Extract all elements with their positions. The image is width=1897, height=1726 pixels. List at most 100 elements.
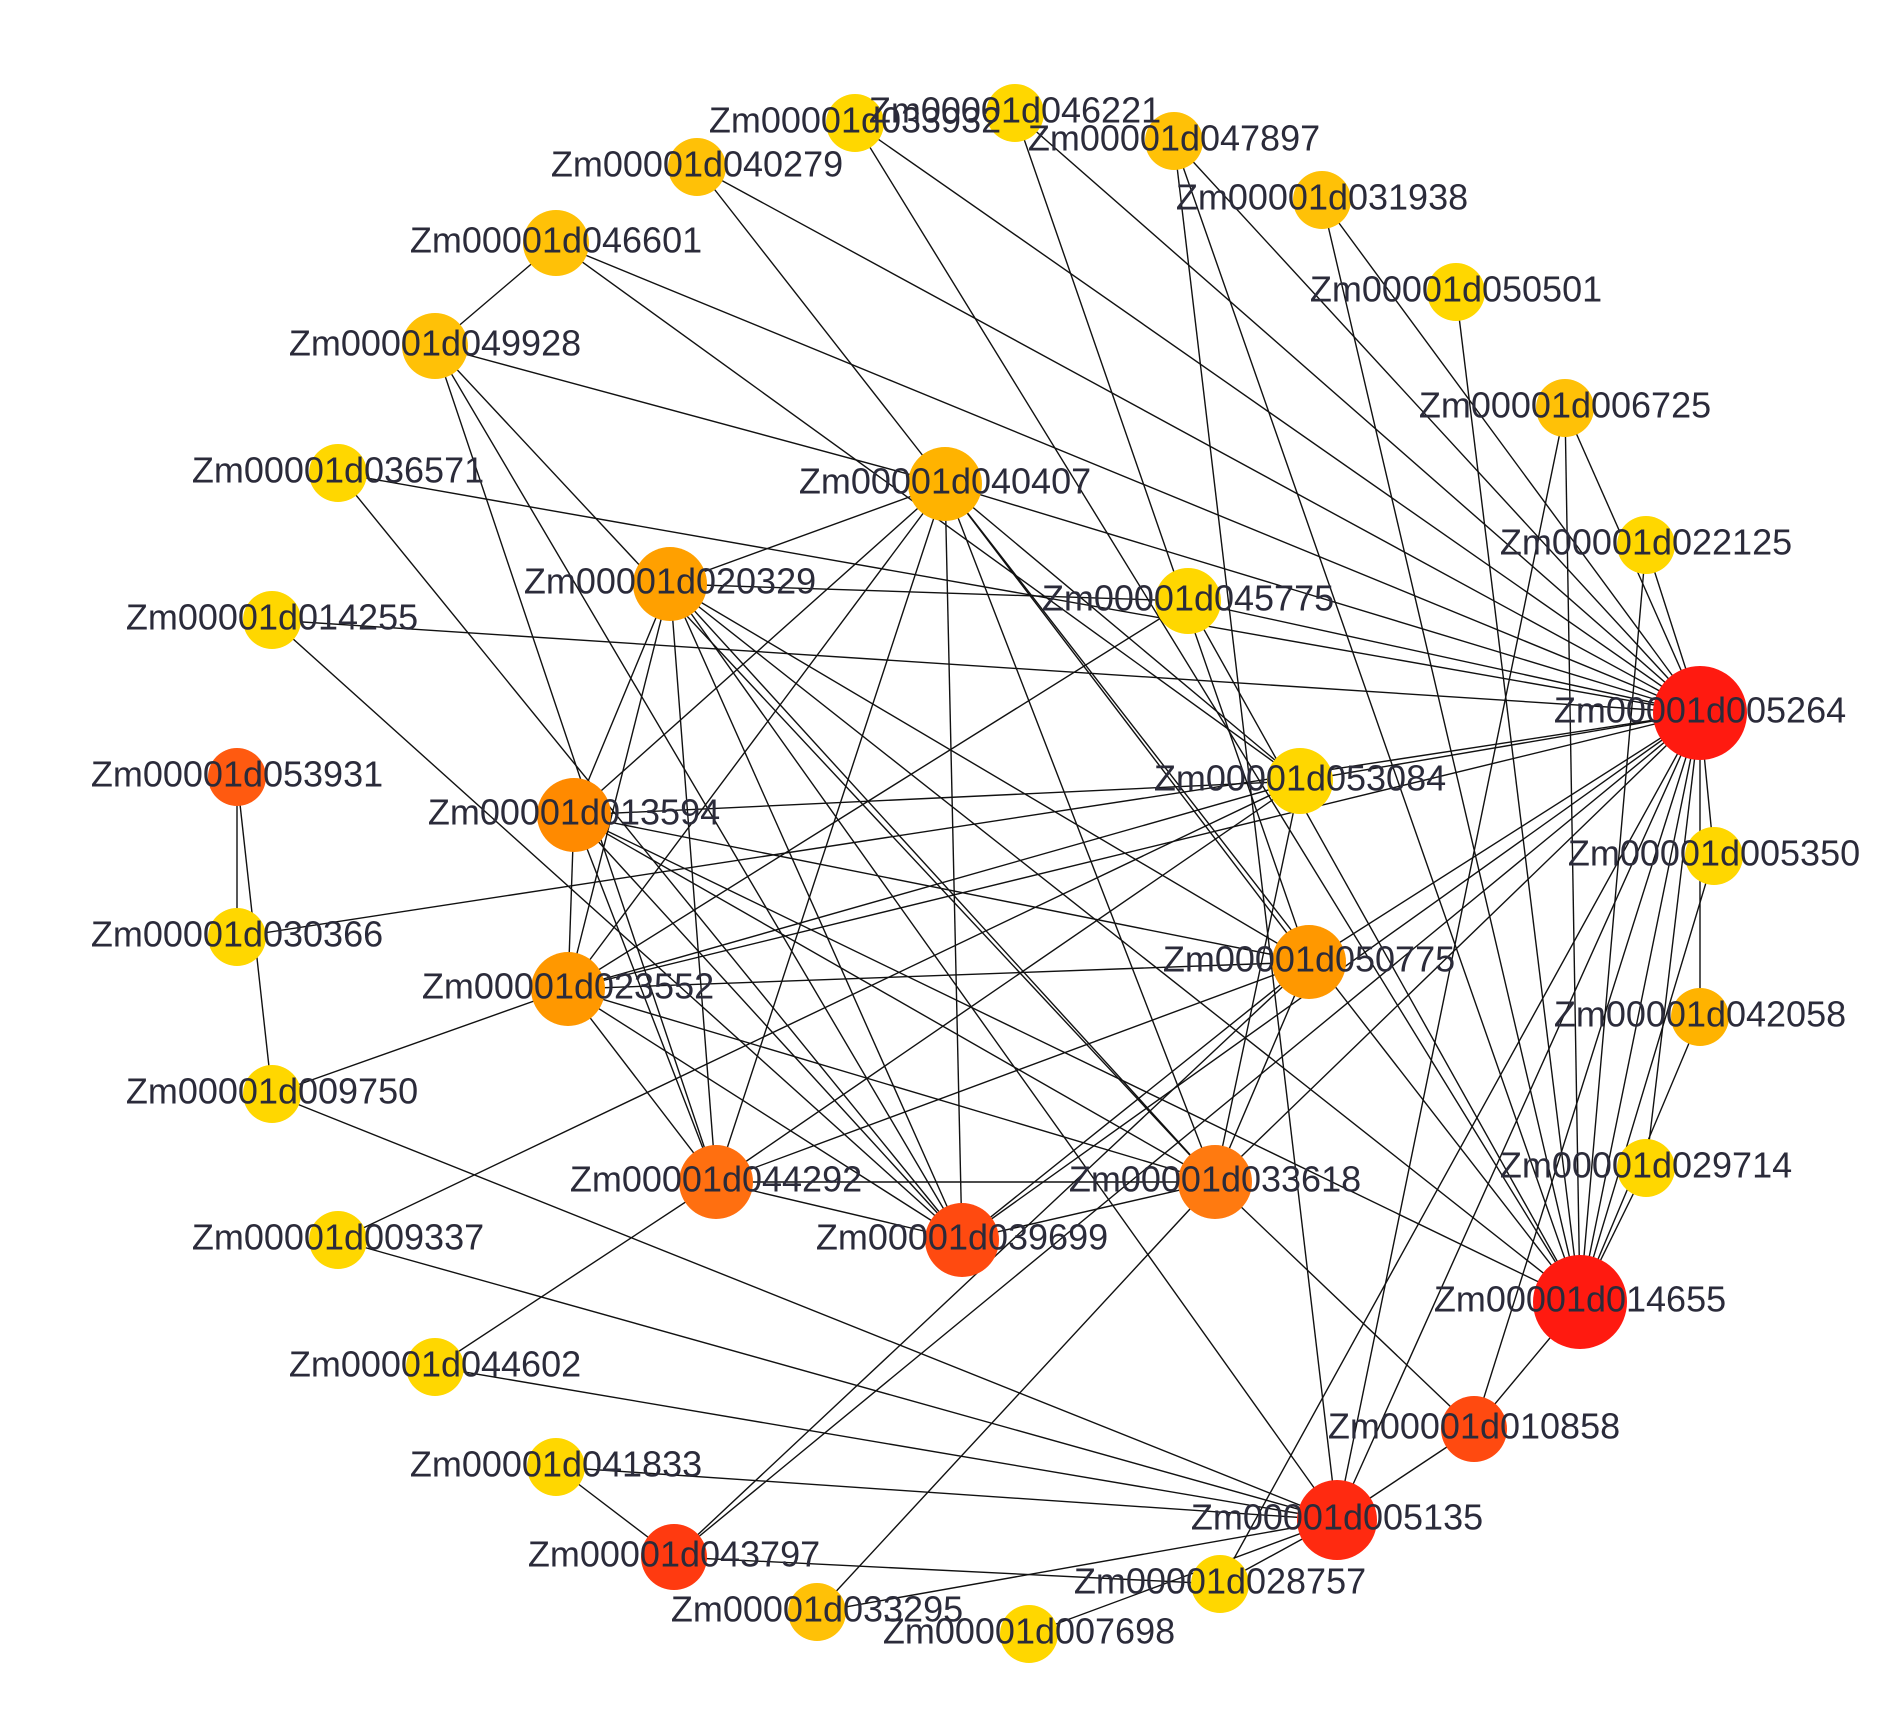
edge-Zm00001d036571-Zm00001d005264 — [337, 472, 1701, 714]
node-Zm00001d023552[interactable] — [531, 952, 605, 1026]
node-Zm00001d022125[interactable] — [1617, 516, 1675, 574]
node-Zm00001d005350[interactable] — [1685, 827, 1743, 885]
edge-Zm00001d044292-Zm00001d039699 — [715, 1181, 963, 1241]
node-Zm00001d040279[interactable] — [668, 138, 726, 196]
edge-Zm00001d005135-Zm00001d005264 — [1336, 712, 1701, 1521]
node-Zm00001d031938[interactable] — [1293, 171, 1351, 229]
edge-Zm00001d041833-Zm00001d005135 — [555, 1466, 1338, 1521]
node-Zm00001d046221[interactable] — [986, 84, 1044, 142]
edge-Zm00001d020329-Zm00001d039699 — [669, 583, 963, 1241]
node-Zm00001d044292[interactable] — [679, 1145, 753, 1219]
node-Zm00001d044602[interactable] — [406, 1338, 464, 1396]
node-Zm00001d050775[interactable] — [1272, 925, 1346, 999]
edge-Zm00001d007698-Zm00001d005135 — [1028, 1519, 1338, 1635]
node-Zm00001d053931[interactable] — [208, 748, 266, 806]
node-Zm00001d053084[interactable] — [1267, 748, 1333, 814]
edge-Zm00001d040407-Zm00001d044292 — [715, 483, 946, 1183]
edge-Zm00001d023552-Zm00001d053084 — [567, 780, 1301, 990]
node-Zm00001d005264[interactable] — [1653, 666, 1747, 760]
node-label-Zm00001d020329: Zm00001d020329 — [524, 561, 816, 602]
node-Zm00001d005135[interactable] — [1297, 1480, 1377, 1560]
edge-Zm00001d023552-Zm00001d033618 — [567, 988, 1216, 1183]
edge-Zm00001d033295-Zm00001d033618 — [816, 1181, 1216, 1613]
edge-Zm00001d006725-Zm00001d014655 — [1564, 407, 1581, 1303]
node-Zm00001d047897[interactable] — [1145, 112, 1203, 170]
node-Zm00001d014655[interactable] — [1533, 1255, 1627, 1349]
edge-Zm00001d014255-Zm00001d039699 — [271, 619, 963, 1241]
node-label-Zm00001d007698: Zm00001d007698 — [883, 1611, 1175, 1652]
node-label-Zm00001d014655: Zm00001d014655 — [1434, 1279, 1726, 1320]
node-Zm00001d050501[interactable] — [1427, 263, 1485, 321]
node-Zm00001d041833[interactable] — [527, 1438, 585, 1496]
node-label-Zm00001d044292: Zm00001d044292 — [570, 1159, 862, 1200]
node-label-Zm00001d039699: Zm00001d039699 — [816, 1217, 1108, 1258]
node-Zm00001d030366[interactable] — [208, 908, 266, 966]
node-Zm00001d045775[interactable] — [1155, 568, 1221, 634]
edge-Zm00001d040407-Zm00001d023552 — [567, 483, 946, 990]
node-label-Zm00001d040279: Zm00001d040279 — [551, 144, 843, 185]
edge-Zm00001d043797-Zm00001d028757 — [673, 1556, 1221, 1585]
edge-Zm00001d013594-Zm00001d053084 — [573, 780, 1301, 816]
edge-Zm00001d050775-Zm00001d044292 — [715, 961, 1310, 1183]
node-Zm00001d009750[interactable] — [243, 1065, 301, 1123]
edge-Zm00001d040279-Zm00001d040407 — [696, 166, 946, 485]
edge-Zm00001d040407-Zm00001d020329 — [669, 483, 946, 585]
node-Zm00001d039699[interactable] — [925, 1203, 999, 1277]
edge-Zm00001d047897-Zm00001d005135 — [1173, 140, 1338, 1521]
edge-Zm00001d020329-Zm00001d013594 — [573, 583, 671, 816]
edge-Zm00001d044602-Zm00001d044292 — [434, 1181, 717, 1368]
node-label-Zm00001d047897: Zm00001d047897 — [1028, 118, 1320, 159]
node-Zm00001d020329[interactable] — [633, 547, 707, 621]
node-label-Zm00001d053084: Zm00001d053084 — [1154, 758, 1446, 799]
node-Zm00001d006725[interactable] — [1536, 379, 1594, 437]
edge-Zm00001d013594-Zm00001d044292 — [573, 814, 717, 1183]
node-Zm00001d009337[interactable] — [309, 1211, 367, 1269]
edge-Zm00001d029714-Zm00001d005264 — [1645, 712, 1701, 1169]
edge-Zm00001d005350-Zm00001d014655 — [1579, 855, 1715, 1303]
node-label-Zm00001d013594: Zm00001d013594 — [428, 792, 720, 833]
edge-Zm00001d023552-Zm00001d039699 — [567, 988, 963, 1241]
node-Zm00001d029714[interactable] — [1617, 1139, 1675, 1197]
edge-Zm00001d049928-Zm00001d039699 — [434, 345, 963, 1241]
node-Zm00001d033932[interactable] — [826, 94, 884, 152]
edge-Zm00001d040407-Zm00001d039699 — [944, 483, 963, 1241]
node-Zm00001d033618[interactable] — [1178, 1145, 1252, 1219]
node-label-Zm00001d050501: Zm00001d050501 — [1310, 269, 1602, 310]
edge-Zm00001d050501-Zm00001d014655 — [1455, 291, 1581, 1303]
edge-Zm00001d020329-Zm00001d050775 — [669, 583, 1310, 963]
node-Zm00001d013594[interactable] — [537, 778, 611, 852]
node-label-Zm00001d044602: Zm00001d044602 — [289, 1344, 581, 1385]
node-Zm00001d010858[interactable] — [1441, 1396, 1507, 1462]
node-Zm00001d040407[interactable] — [908, 447, 982, 521]
node-label-Zm00001d029714: Zm00001d029714 — [1500, 1145, 1792, 1186]
node-Zm00001d033295[interactable] — [788, 1583, 846, 1641]
edge-Zm00001d031938-Zm00001d005264 — [1321, 199, 1701, 714]
node-label-Zm00001d049928: Zm00001d049928 — [289, 323, 581, 364]
edge-Zm00001d045775-Zm00001d023552 — [567, 600, 1189, 990]
edge-Zm00001d010858-Zm00001d005264 — [1473, 712, 1701, 1430]
edge-Zm00001d010858-Zm00001d033618 — [1214, 1181, 1475, 1430]
edge-Zm00001d014255-Zm00001d005264 — [271, 619, 1701, 714]
edge-Zm00001d033932-Zm00001d005264 — [854, 122, 1701, 714]
node-Zm00001d042058[interactable] — [1671, 988, 1729, 1046]
edge-Zm00001d049928-Zm00001d040407 — [434, 345, 946, 485]
node-label-Zm00001d030366: Zm00001d030366 — [91, 914, 383, 955]
node-Zm00001d036571[interactable] — [309, 444, 367, 502]
node-label-Zm00001d053931: Zm00001d053931 — [91, 754, 383, 795]
node-Zm00001d028757[interactable] — [1191, 1555, 1249, 1613]
edge-Zm00001d033618-Zm00001d005264 — [1214, 712, 1701, 1183]
node-label-Zm00001d046601: Zm00001d046601 — [410, 220, 702, 261]
node-Zm00001d043797[interactable] — [641, 1524, 707, 1590]
edge-Zm00001d022125-Zm00001d014655 — [1579, 544, 1647, 1303]
edge-Zm00001d044602-Zm00001d005135 — [434, 1366, 1338, 1521]
node-label-Zm00001d040407: Zm00001d040407 — [799, 461, 1091, 502]
edge-Zm00001d043797-Zm00001d005264 — [673, 712, 1701, 1558]
node-Zm00001d014255[interactable] — [243, 591, 301, 649]
node-Zm00001d046601[interactable] — [523, 210, 589, 276]
edge-Zm00001d053084-Zm00001d005264 — [1299, 712, 1701, 782]
edge-Zm00001d013594-Zm00001d039699 — [573, 814, 963, 1241]
node-Zm00001d007698[interactable] — [1000, 1605, 1058, 1663]
node-label-Zm00001d033295: Zm00001d033295 — [671, 1589, 963, 1630]
node-Zm00001d049928[interactable] — [402, 313, 468, 379]
edge-Zm00001d053084-Zm00001d044292 — [715, 780, 1301, 1183]
